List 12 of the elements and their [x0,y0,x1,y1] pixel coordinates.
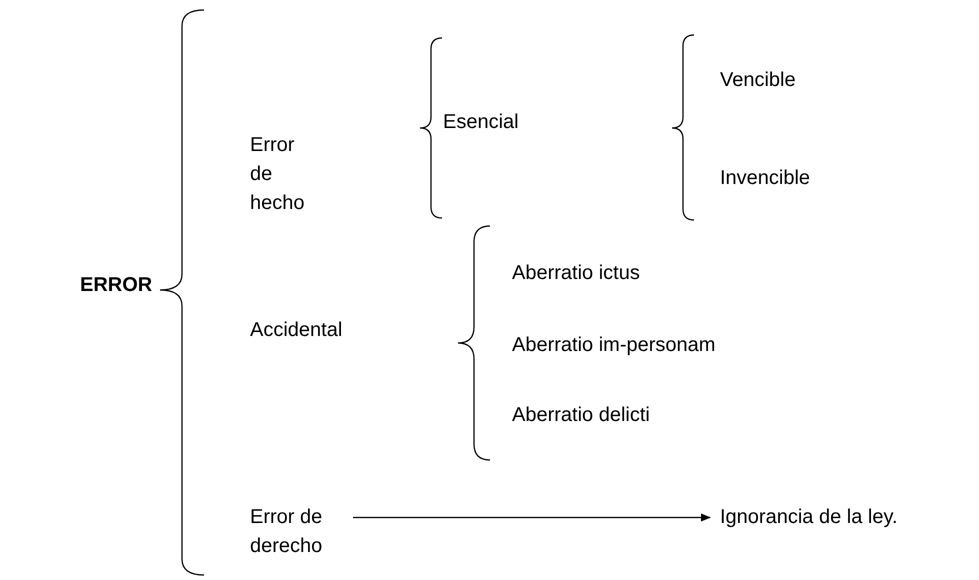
category-label: Error de derecho [250,503,345,561]
category-label: Ignorancia de la ley. [720,503,898,532]
category-label: ERROR [80,271,152,300]
category-label: Accidental [250,316,342,345]
category-label: Error de hecho [250,131,312,218]
category-label: Esencial [443,108,519,137]
category-label: Aberratio delicti [512,401,650,430]
arrow [353,514,711,522]
category-label: Aberratio im-personam [512,331,716,360]
category-label: Invencible [720,164,810,193]
category-label: Vencible [720,66,796,95]
category-label: Aberratio ictus [512,259,640,288]
